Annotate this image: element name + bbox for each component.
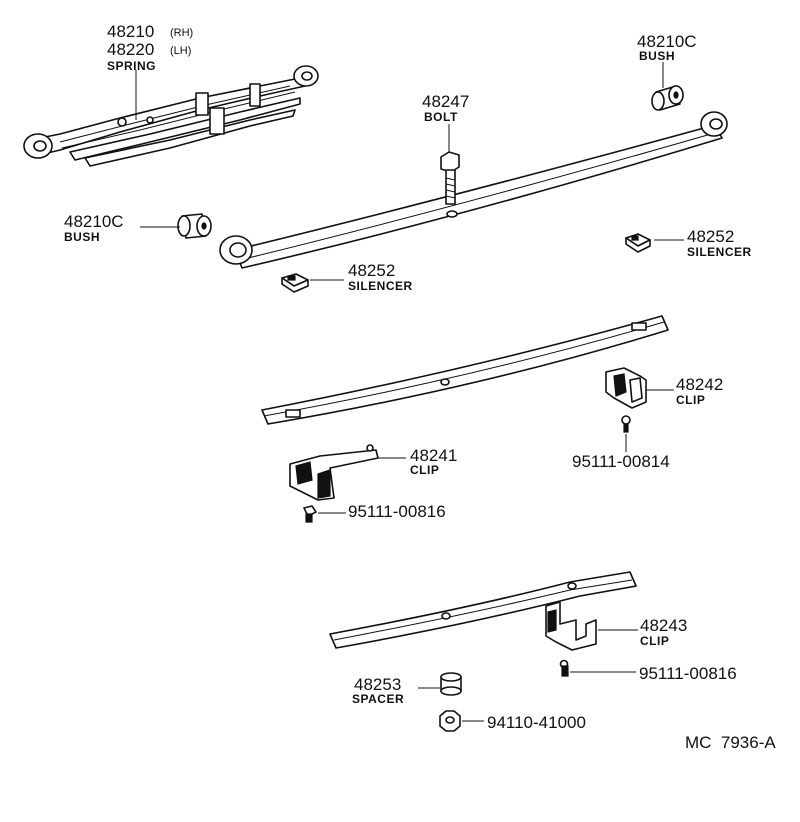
screw-816b-label: 95111-00816	[639, 664, 737, 683]
second-leaf-drawing	[261, 315, 669, 425]
spring-rh-number: 48210	[107, 22, 154, 41]
nut-drawing	[439, 710, 461, 732]
clip-48243-drawing	[545, 601, 597, 677]
clip-48242-label: 48242 CLIP	[676, 375, 723, 407]
spacer-label: 48253 SPACER	[352, 675, 404, 706]
screw-816a-number: 95111-00816	[348, 502, 446, 521]
bolt-drawing	[440, 151, 460, 205]
screw-814-number: 95111-00814	[572, 452, 670, 471]
nut-number: 94110-41000	[487, 713, 586, 732]
bush-left-label: 48210C BUSH	[64, 212, 124, 244]
silencer-right-drawing	[625, 233, 651, 253]
bush-left-name: BUSH	[64, 230, 100, 244]
bush-left-number: 48210C	[64, 212, 124, 231]
spacer-name: SPACER	[352, 692, 404, 706]
clip-48241-label: 48241 CLIP	[410, 446, 457, 477]
clip-48241-name: CLIP	[410, 463, 439, 477]
leader-lines	[135, 62, 684, 722]
main-leaf-drawing	[219, 111, 728, 269]
clip-48242-number: 48242	[676, 375, 723, 394]
bush-top-label: 48210C BUSH	[637, 32, 697, 63]
third-leaf-drawing	[329, 571, 637, 649]
clip-48243-label: 48243 CLIP	[640, 616, 687, 648]
bolt-name: BOLT	[424, 110, 458, 124]
clip-48243-name: CLIP	[640, 634, 669, 648]
clip-48242-name: CLIP	[676, 393, 705, 407]
clip-48241-number: 48241	[410, 446, 457, 465]
silencer-left-label: 48252 SILENCER	[348, 261, 413, 293]
nut-label: 94110-41000	[487, 713, 586, 732]
silencer-left-drawing	[281, 273, 309, 293]
spring-label: 48210 (RH) 48220 (LH) SPRING	[107, 22, 193, 73]
clip-48242-drawing	[605, 367, 647, 433]
spring-lh-number: 48220	[107, 40, 154, 59]
bush-top-number: 48210C	[637, 32, 697, 51]
diagram-code: MC 7936-A	[685, 733, 776, 752]
spring-lh-suffix: (LH)	[170, 45, 191, 57]
spacer-drawing	[440, 672, 462, 696]
bolt-number: 48247	[422, 92, 469, 111]
silencer-right-number: 48252	[687, 227, 734, 246]
bush-left-drawing	[177, 213, 212, 239]
silencer-right-label: 48252 SILENCER	[687, 227, 752, 259]
bush-top-name: BUSH	[639, 49, 675, 63]
silencer-left-name: SILENCER	[348, 279, 413, 293]
screw-816a-label: 95111-00816	[348, 502, 446, 521]
clip-48243-number: 48243	[640, 616, 687, 635]
spring-name: SPRING	[107, 59, 156, 73]
spring-rh-suffix: (RH)	[170, 27, 193, 39]
spring-assembly-drawing	[23, 65, 319, 167]
spacer-number: 48253	[354, 675, 401, 694]
screw-816b-number: 95111-00816	[639, 664, 737, 683]
clip-48241-drawing	[289, 444, 379, 523]
silencer-left-number: 48252	[348, 261, 395, 280]
bush-top-drawing	[651, 85, 684, 111]
bolt-label: 48247 BOLT	[422, 92, 469, 124]
screw-814-label: 95111-00814	[572, 452, 670, 471]
silencer-right-name: SILENCER	[687, 245, 752, 259]
